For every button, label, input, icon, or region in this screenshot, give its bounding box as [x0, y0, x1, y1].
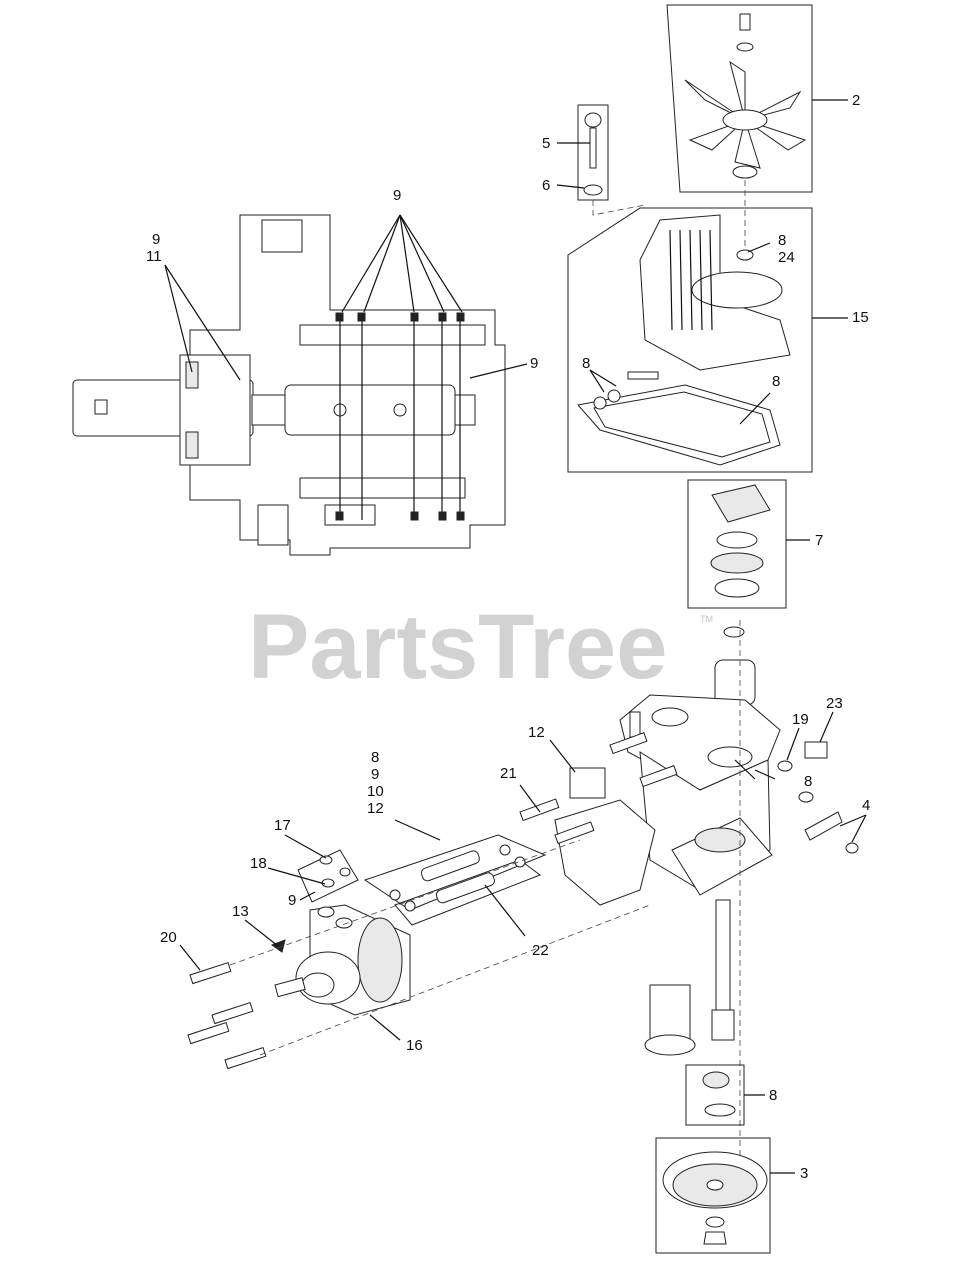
callout-8-top: 8 — [778, 232, 786, 249]
callout-12-block: 12 — [528, 724, 545, 741]
callout-17: 17 — [274, 817, 291, 834]
callout-8-fitting: 8 — [804, 773, 812, 790]
callout-15: 15 — [852, 309, 869, 326]
callout-23: 23 — [826, 695, 843, 712]
drive-pulley — [662, 1151, 768, 1245]
watermark-trademark: TM — [700, 614, 713, 624]
callout-20: 20 — [160, 929, 177, 946]
motor-bolts — [187, 962, 267, 1070]
dipstick — [583, 112, 603, 196]
center-section — [619, 626, 781, 896]
callout-24: 24 — [778, 249, 795, 266]
check-valves — [389, 844, 526, 912]
callout-3: 3 — [800, 1165, 808, 1182]
callout-18: 18 — [250, 855, 267, 872]
callout-8-bearing: 8 — [769, 1087, 777, 1104]
callout-5: 5 — [542, 135, 550, 152]
callout-8-stack: 8 — [371, 749, 379, 766]
input-shaft — [644, 899, 735, 1056]
callout-19: 19 — [792, 711, 809, 728]
callout-4: 4 — [862, 797, 870, 814]
callout-16: 16 — [406, 1037, 423, 1054]
wheel-motor — [270, 904, 411, 1016]
callout-8-seal: 8 — [582, 355, 590, 372]
callout-12-stack: 12 — [367, 800, 384, 817]
callout-6: 6 — [542, 177, 550, 194]
bolts-21 — [519, 732, 678, 845]
swashplate-bearing — [710, 484, 771, 598]
callout-7: 7 — [815, 532, 823, 549]
cooling-fan — [684, 13, 807, 179]
callout-9-right: 9 — [530, 355, 538, 372]
callout-9-left: 9 — [152, 231, 160, 248]
transaxle-cross-section — [72, 214, 506, 556]
callout-11: 11 — [146, 248, 162, 265]
callout-21: 21 — [500, 765, 517, 782]
callout-8-gasket: 8 — [772, 373, 780, 390]
callout-13: 13 — [232, 903, 249, 920]
callout-9-stack: 9 — [371, 766, 379, 783]
callout-9-motor: 9 — [288, 892, 296, 909]
upper-housing — [577, 214, 791, 466]
callout-9-main: 9 — [393, 187, 401, 204]
watermark-text: PartsTree — [248, 596, 667, 698]
callout-22: 22 — [532, 942, 549, 959]
callout-10-stack: 10 — [367, 783, 384, 800]
callout-2: 2 — [852, 92, 860, 109]
charge-cap — [319, 855, 351, 888]
shaft-bearing — [702, 1071, 736, 1117]
relief-fittings — [629, 711, 859, 854]
